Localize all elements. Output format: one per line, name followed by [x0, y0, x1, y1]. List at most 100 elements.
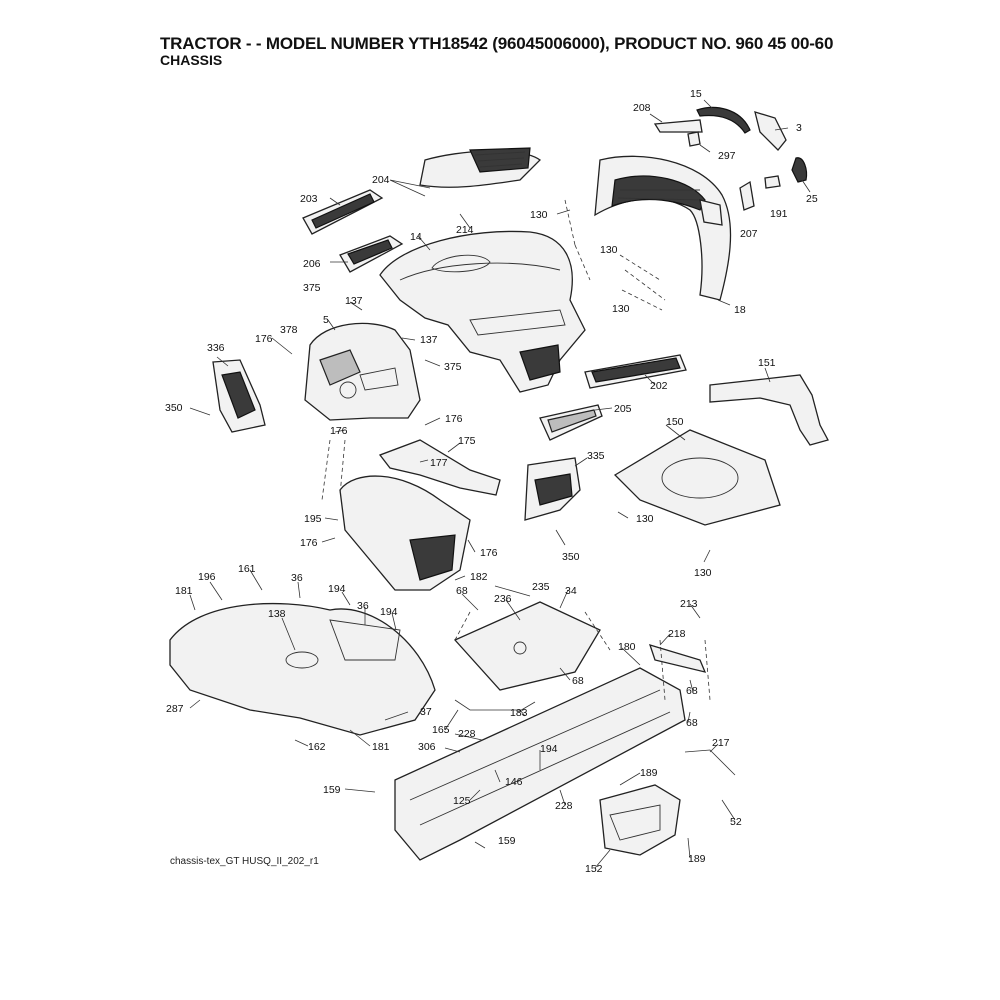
callout-label: 196	[198, 571, 216, 583]
callout-label: 175	[458, 435, 476, 447]
callout-label: 189	[688, 853, 706, 865]
callout-label: 150	[666, 416, 684, 428]
callout-label: 206	[303, 258, 321, 270]
callout-label: 165	[432, 724, 450, 736]
callout-label: 125	[453, 795, 471, 807]
callout-label: 37	[420, 706, 432, 718]
lower-dash-182	[339, 475, 471, 591]
callout-label: 375	[303, 282, 321, 294]
callout-label: 336	[207, 342, 225, 354]
callout-label: 130	[612, 303, 630, 315]
callout-label: 15	[690, 88, 702, 100]
callout-label: 306	[418, 741, 436, 753]
callout-label: 159	[498, 835, 516, 847]
callout-label: 203	[300, 193, 318, 205]
callout-label: 146	[505, 776, 523, 788]
callout-label: 350	[562, 551, 580, 563]
callout-label: 36	[291, 572, 303, 584]
page-title: TRACTOR - - MODEL NUMBER YTH18542 (96045…	[160, 34, 834, 53]
callout-labels: 15 208 3 297 25 204 191 207 203 130 214 …	[165, 88, 818, 875]
callout-label: 207	[740, 228, 758, 240]
callout-label: 177	[430, 457, 448, 469]
callout-label: 181	[175, 585, 193, 597]
battery-tray-34	[453, 601, 601, 691]
callout-label: 137	[420, 334, 438, 346]
drawing-id-caption: chassis-tex_GT HUSQ_II_202_r1	[170, 856, 319, 867]
callout-label: 214	[456, 224, 474, 236]
front-grille-18	[594, 155, 732, 301]
callout-label: 14	[410, 231, 422, 243]
callout-label: 68	[686, 717, 698, 729]
dash-console	[304, 322, 421, 421]
callout-label: 151	[758, 357, 776, 369]
page-subtitle: CHASSIS	[160, 52, 223, 68]
callout-label: 176	[255, 333, 273, 345]
steering-support	[378, 439, 501, 496]
callout-label: 137	[345, 295, 363, 307]
callout-label: 181	[372, 741, 390, 753]
panel-150	[613, 429, 781, 526]
callout-label: 205	[614, 403, 632, 415]
callout-label: 335	[587, 450, 605, 462]
callout-label: 138	[268, 608, 286, 620]
callout-label: 204	[372, 174, 390, 186]
callout-label: 68	[686, 685, 698, 697]
callout-label: 176	[480, 547, 498, 559]
grille-205	[539, 404, 603, 441]
rod-165	[454, 699, 526, 717]
callout-label: 161	[238, 563, 256, 575]
hood-part	[379, 230, 586, 393]
callout-label: 159	[323, 784, 341, 796]
seat-pan-152	[599, 784, 681, 856]
callout-label: 297	[718, 150, 736, 162]
callout-label: 130	[694, 567, 712, 579]
callout-label: 5	[323, 314, 329, 326]
callout-label: 194	[328, 583, 346, 595]
grille-202	[584, 354, 687, 389]
rod-217	[684, 749, 736, 776]
fender-335	[524, 457, 581, 521]
bracket-218	[648, 644, 707, 673]
callout-label: 52	[730, 816, 742, 828]
callout-label: 208	[633, 102, 651, 114]
side-grille-206	[339, 235, 404, 273]
callout-label: 191	[770, 208, 788, 220]
callout-label: 236	[494, 593, 512, 605]
callout-label: 189	[640, 767, 658, 779]
callout-label: 350	[165, 402, 183, 414]
callout-label: 287	[166, 703, 184, 715]
callout-label: 217	[712, 737, 730, 749]
callout-label: 176	[445, 413, 463, 425]
callout-leaders	[189, 99, 811, 869]
callout-label: 130	[636, 513, 654, 525]
callout-label: 34	[565, 585, 577, 597]
callout-label: 378	[280, 324, 298, 336]
fender-deck-37	[169, 602, 436, 736]
callout-label: 235	[532, 581, 550, 593]
callout-label: 202	[650, 380, 668, 392]
callout-label: 130	[530, 209, 548, 221]
callout-label: 180	[618, 641, 636, 653]
callout-label: 162	[308, 741, 326, 753]
callout-label: 68	[572, 675, 584, 687]
callout-label: 36	[357, 600, 369, 612]
callout-label: 194	[540, 743, 558, 755]
assembly-lines	[321, 199, 711, 701]
callout-label: 195	[304, 513, 322, 525]
callout-label: 228	[458, 728, 476, 740]
callout-label: 3	[796, 122, 802, 134]
callout-label: 218	[668, 628, 686, 640]
callout-label: 176	[300, 537, 318, 549]
callout-label: 152	[585, 863, 603, 875]
callout-label: 213	[680, 598, 698, 610]
callout-label: 182	[470, 571, 488, 583]
headlight-parts	[653, 106, 808, 211]
callout-label: 130	[600, 244, 618, 256]
bracket-151	[709, 374, 829, 446]
hood-top-insert	[419, 147, 542, 188]
callout-label: 375	[444, 361, 462, 373]
callout-label: 25	[806, 193, 818, 205]
callout-label: 68	[456, 585, 468, 597]
callout-label: 183	[510, 707, 528, 719]
